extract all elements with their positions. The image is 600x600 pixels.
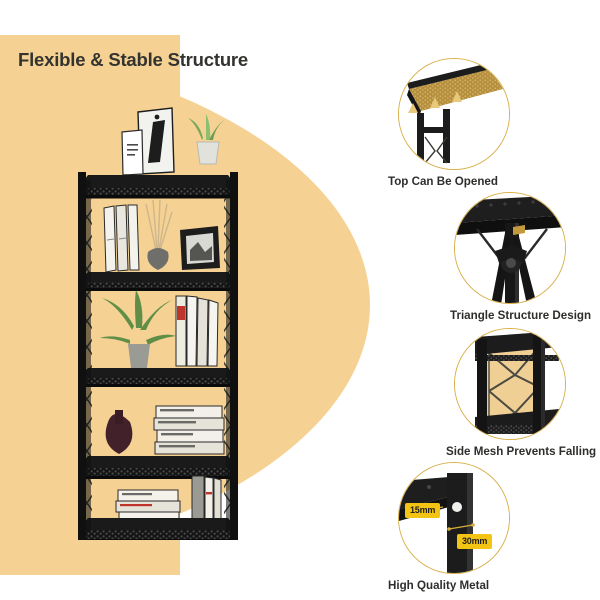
hinge-joint bbox=[495, 245, 527, 273]
lifting-shelf-panel bbox=[407, 63, 503, 117]
decor-tier-3 bbox=[100, 290, 219, 368]
feature-label-side-mesh: Side Mesh Prevents Falling bbox=[446, 445, 597, 458]
feature-high-quality-metal: 15mm 30mm High Quality Metal bbox=[388, 462, 600, 592]
decor-tier-5 bbox=[115, 475, 222, 525]
decor-tier-2 bbox=[103, 199, 220, 273]
shelf-board-2 bbox=[78, 272, 238, 291]
up-arrow-icon bbox=[408, 91, 462, 113]
feature-image-side-mesh bbox=[454, 328, 566, 440]
decor-tier-1 bbox=[121, 107, 224, 176]
page-title: Flexible & Stable Structure bbox=[18, 49, 249, 70]
decor-tier-4 bbox=[105, 405, 225, 455]
feature-image-metal: 15mm 30mm bbox=[398, 462, 510, 574]
feature-triangle-structure: Triangle Structure Design bbox=[388, 192, 600, 322]
feature-label-triangle: Triangle Structure Design bbox=[450, 309, 592, 322]
shelf-board-5 bbox=[78, 518, 238, 540]
dimension-badge-15mm: 15mm bbox=[405, 503, 441, 518]
shelf-board-3 bbox=[78, 368, 238, 387]
product-illustration bbox=[60, 100, 260, 540]
shelf-board-4 bbox=[78, 456, 238, 479]
frame-posts bbox=[78, 172, 238, 540]
feature-image-triangle bbox=[454, 192, 566, 304]
dimension-badge-30mm: 30mm bbox=[457, 534, 493, 549]
frame-below bbox=[417, 109, 450, 163]
feature-label-top-opened: Top Can Be Opened bbox=[388, 175, 498, 188]
feature-image-top-opened bbox=[398, 58, 510, 170]
feature-top-can-be-opened: Top Can Be Opened bbox=[388, 58, 600, 188]
feature-side-mesh: Side Mesh Prevents Falling bbox=[388, 328, 600, 458]
feature-label-metal: High Quality Metal bbox=[388, 579, 490, 592]
shelf-board-1 bbox=[78, 175, 238, 199]
